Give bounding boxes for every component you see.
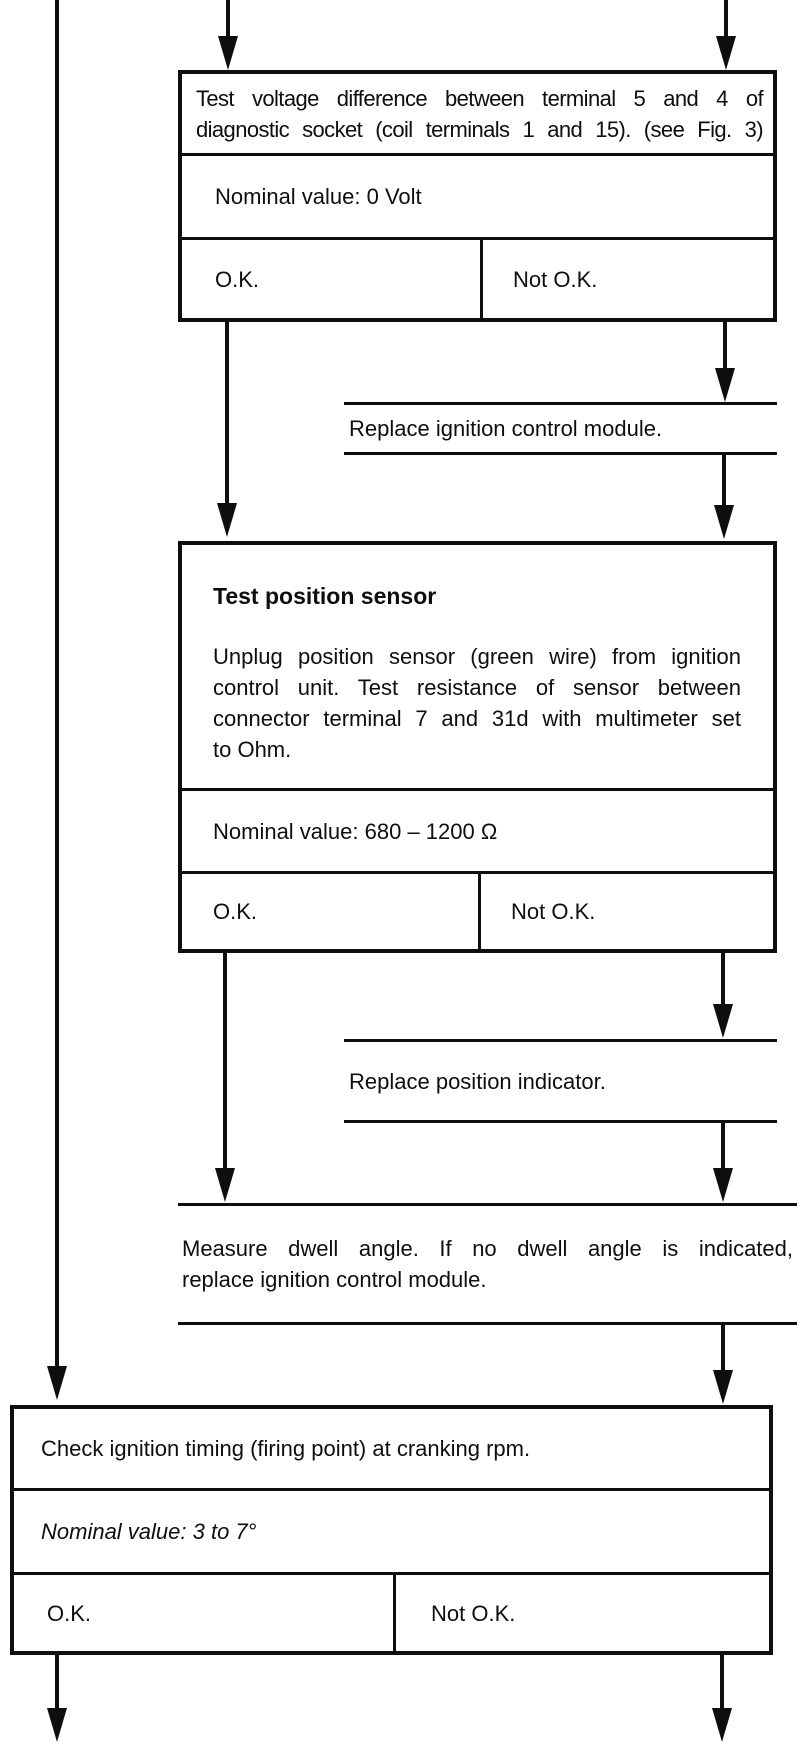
box-position-body-row: Test position sensor Unplug position sen… (182, 545, 773, 788)
box-position-body-line2: control unit. Test resistance of sensor … (213, 675, 741, 700)
arrow-strip2-down (721, 1123, 725, 1170)
box-position-body-line1: Unplug position sensor (green wire) from… (213, 644, 741, 669)
box-position-nominal-row: Nominal value: 680 – 1200 Ω (182, 788, 773, 871)
strip-replace-ignition-module-label: Replace ignition control module. (349, 416, 663, 441)
strip-replace-ignition-module: Replace ignition control module. (344, 402, 777, 455)
box-position-body-line4: to Ohm. (213, 737, 292, 762)
box-timing-nominal-row: Nominal value: 3 to 7° (14, 1488, 769, 1572)
ok-label: O.K. (215, 266, 260, 292)
arrow-strip2-down-head (713, 1168, 733, 1202)
arrow-strip1-down (722, 455, 726, 507)
strip-measure-dwell-line1: Measure dwell angle. If no dwell angle i… (182, 1236, 793, 1261)
strip-replace-position-indicator: Replace position indicator. (344, 1039, 777, 1123)
box-timing-title-row: Check ignition timing (firing point) at … (14, 1409, 769, 1488)
arrow-box3-notok-down (720, 1655, 724, 1710)
flow-line-left-long (55, 0, 59, 1366)
box-timing-nominal: Nominal value: 3 to 7° (41, 1519, 257, 1544)
arrow-box1-ok-down-head (217, 503, 237, 537)
arrow-box2-notok-down-head (713, 1004, 733, 1038)
arrow-strip3-down-head (713, 1370, 733, 1404)
arrow-box1-notok-down (723, 322, 727, 370)
arrow-strip1-down-head (714, 505, 734, 539)
box-timing-ok-cell: O.K. (14, 1575, 393, 1651)
box-test-voltage: Test voltage difference between terminal… (178, 70, 777, 322)
arrow-into-box1-left (226, 0, 230, 38)
strip-replace-position-indicator-label: Replace position indicator. (349, 1068, 606, 1094)
box-timing-notok-cell: Not O.K. (393, 1575, 769, 1651)
box-test-position-sensor: Test position sensor Unplug position sen… (178, 541, 777, 953)
arrow-box1-notok-down-head (715, 368, 735, 402)
not-ok-label: Not O.K. (431, 1600, 516, 1626)
arrow-box2-ok-down-head (215, 1168, 235, 1202)
box-position-notok-cell: Not O.K. (478, 874, 773, 949)
arrow-into-box1-right-head (716, 36, 736, 70)
not-ok-label: Not O.K. (511, 899, 596, 924)
arrow-box1-ok-down (225, 322, 229, 505)
arrow-box3-ok-down (55, 1655, 59, 1710)
box-test-voltage-title-line1: Test voltage difference between terminal… (196, 86, 764, 111)
box-timing-title: Check ignition timing (firing point) at … (41, 1436, 531, 1461)
box-position-result-row: O.K. Not O.K. (182, 871, 773, 949)
box-test-voltage-title-line2: diagnostic socket (coil terminals 1 and … (196, 117, 764, 142)
strip-measure-dwell-line2: replace ignition control module. (182, 1267, 487, 1292)
strip-measure-dwell-angle: Measure dwell angle. If no dwell angle i… (178, 1203, 797, 1325)
ok-label: O.K. (47, 1600, 92, 1626)
box-test-voltage-nominal-row: Nominal value: 0 Volt (182, 153, 773, 237)
box-test-voltage-title-row: Test voltage difference between terminal… (182, 74, 773, 153)
box-test-voltage-nominal: Nominal value: 0 Volt (215, 184, 422, 209)
arrow-strip3-down (721, 1325, 725, 1372)
arrow-left-long-head (47, 1366, 67, 1400)
arrow-box2-notok-down (721, 953, 725, 1006)
spacer (213, 612, 741, 641)
ok-label: O.K. (213, 899, 258, 924)
box-position-title: Test position sensor (213, 583, 437, 609)
arrow-box2-ok-down (223, 953, 227, 1170)
arrow-into-box1-right (724, 0, 728, 38)
arrow-box3-ok-down-head (47, 1708, 67, 1742)
box-test-voltage-result-row: O.K. Not O.K. (182, 237, 773, 318)
box-test-voltage-notok-cell: Not O.K. (480, 240, 773, 318)
box-position-ok-cell: O.K. (182, 874, 478, 949)
box-position-body-line3: connector terminal 7 and 31d with multim… (213, 706, 741, 731)
box-timing-result-row: O.K. Not O.K. (14, 1572, 769, 1651)
not-ok-label: Not O.K. (513, 266, 598, 292)
arrow-into-box1-left-head (218, 36, 238, 70)
arrow-box3-notok-down-head (712, 1708, 732, 1742)
box-test-voltage-ok-cell: O.K. (182, 240, 480, 318)
box-check-ignition-timing: Check ignition timing (firing point) at … (10, 1405, 773, 1655)
box-position-nominal: Nominal value: 680 – 1200 Ω (213, 818, 498, 844)
